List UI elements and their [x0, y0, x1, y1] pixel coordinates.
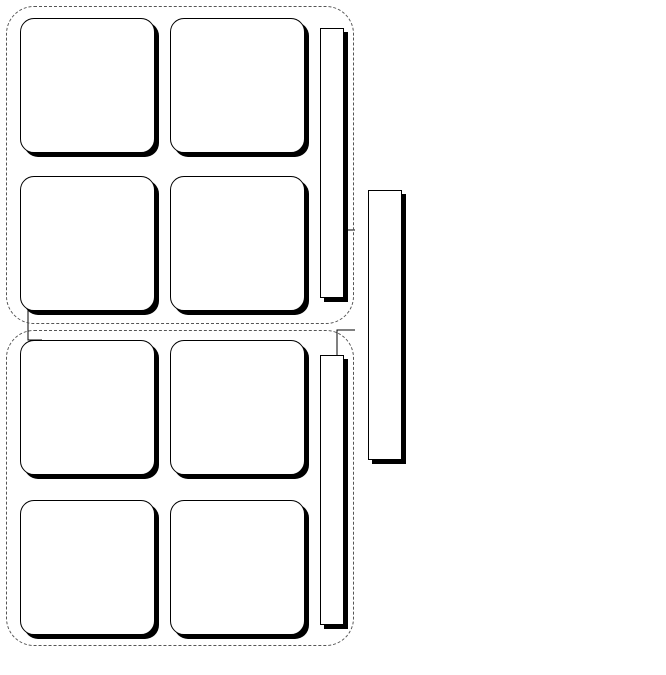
external-factor-text — [21, 19, 154, 152]
internal-group-frame — [6, 330, 354, 646]
internal-factor-box — [170, 500, 305, 635]
internal-factor-box — [20, 500, 155, 635]
root-factor-label — [369, 191, 401, 459]
external-factors-label — [321, 29, 343, 297]
external-factor-box — [20, 176, 155, 311]
internal-factors-bar — [320, 355, 344, 625]
internal-factor-box — [20, 340, 155, 475]
internal-factor-box — [170, 340, 305, 475]
internal-factor-text — [21, 501, 154, 634]
root-factor-bar — [368, 190, 402, 460]
internal-factor-text — [171, 501, 304, 634]
external-factor-box — [170, 18, 305, 153]
internal-factor-text — [171, 341, 304, 474]
external-factors-bar — [320, 28, 344, 298]
external-factor-text — [171, 177, 304, 310]
external-factor-box — [170, 176, 305, 311]
external-factor-text — [21, 177, 154, 310]
internal-factor-text — [21, 341, 154, 474]
internal-factors-label — [321, 356, 343, 624]
external-factor-text — [171, 19, 304, 152]
external-factor-box — [20, 18, 155, 153]
external-group-frame — [6, 6, 354, 324]
